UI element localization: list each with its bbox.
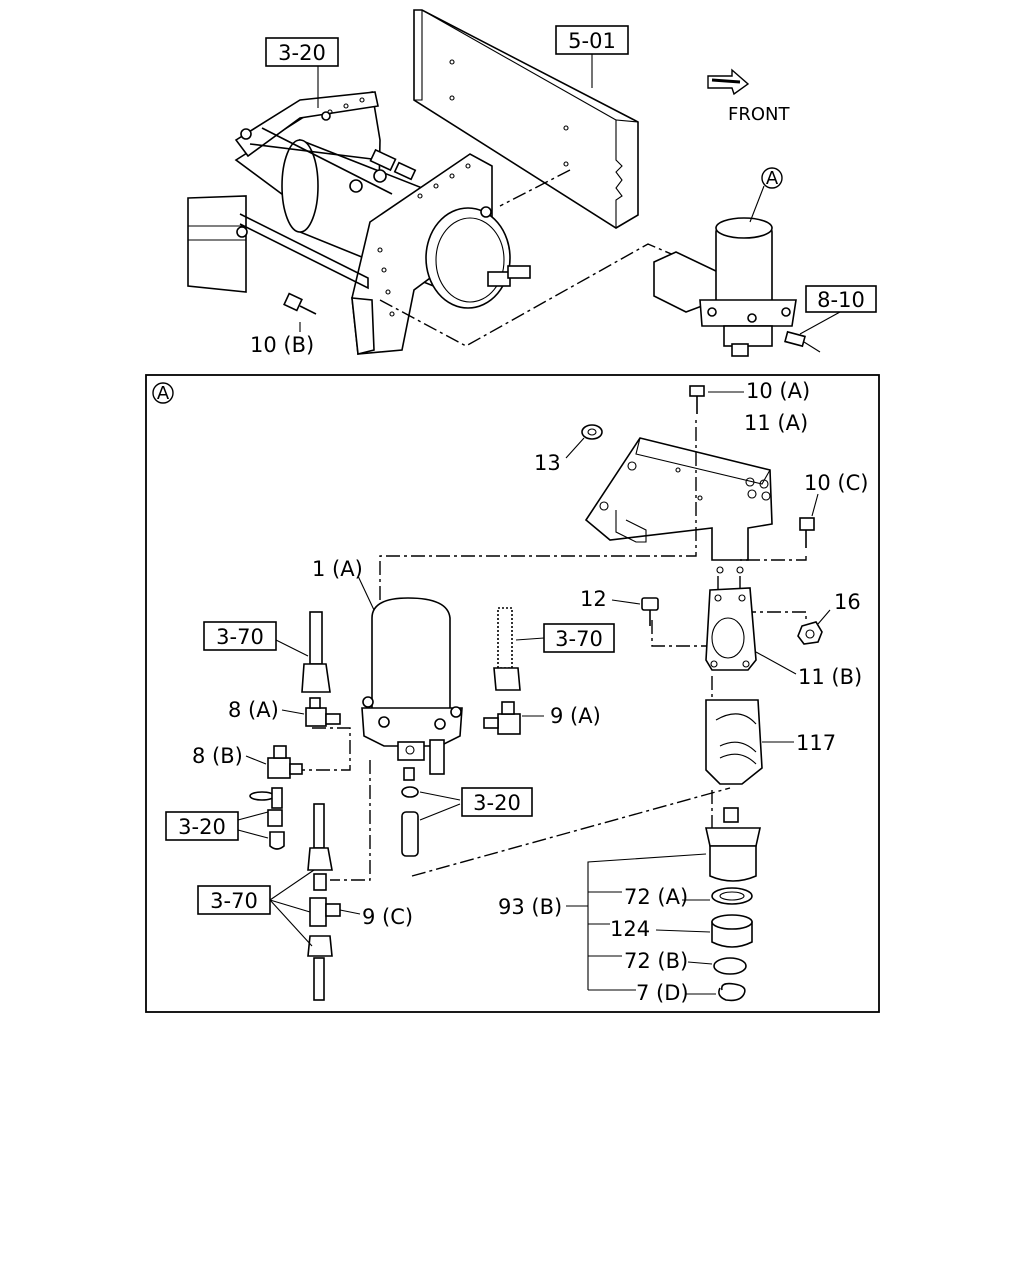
ref-8-10: 8-10 — [817, 288, 865, 312]
fitting-8b — [245, 745, 303, 779]
label-16: 16 — [834, 590, 861, 614]
nut-13 — [565, 424, 603, 459]
ref-3-70-right: 3-70 — [555, 627, 603, 651]
label-72a: 72 (A) — [624, 885, 688, 909]
nut-16 — [797, 609, 831, 645]
cover-117 — [705, 699, 794, 785]
label-117: 117 — [796, 731, 836, 755]
ring-7d — [718, 982, 746, 1002]
connector-8-10 — [784, 311, 841, 353]
view-marker-a-letter: A — [766, 168, 779, 189]
ref-3-70-left: 3-70 — [216, 625, 264, 649]
label-11b: 11 (B) — [798, 665, 862, 689]
bolt-10a — [689, 385, 744, 414]
front-arrow-icon — [707, 68, 750, 96]
label-12: 12 — [580, 587, 607, 611]
tube-parts-left — [237, 787, 285, 850]
ref-3-20-center: 3-20 — [473, 791, 521, 815]
ref-box-3-70-right: 3-70 — [543, 623, 615, 653]
ref-5-01: 5-01 — [568, 29, 616, 53]
ref-box-5-01: 5-01 — [555, 25, 629, 55]
seal-72a — [711, 887, 753, 905]
hose-right — [493, 607, 545, 691]
label-11a: 11 (A) — [744, 411, 808, 435]
label-124: 124 — [610, 917, 650, 941]
label-9c: 9 (C) — [362, 905, 413, 929]
label-1a: 1 (A) — [312, 557, 363, 581]
ref-box-3-20-left: 3-20 — [165, 811, 239, 841]
label-8a: 8 (A) — [228, 698, 279, 722]
detail-a-marker: A — [152, 382, 174, 404]
filter-cartridge — [705, 807, 761, 882]
label-9a: 9 (A) — [550, 704, 601, 728]
fitting-9a — [483, 701, 544, 735]
label-93b: 93 (B) — [498, 895, 562, 919]
ref-3-20-left: 3-20 — [178, 815, 226, 839]
ref-box-3-20-top: 3-20 — [265, 37, 339, 67]
bolt-10b — [283, 292, 317, 315]
kit-bracket-lines — [566, 853, 716, 995]
ref-box-8-10: 8-10 — [805, 285, 877, 313]
bracket-11b — [705, 587, 797, 675]
ref-3-20-top: 3-20 — [278, 41, 326, 65]
filter-124 — [711, 914, 753, 948]
hose-bottom — [269, 803, 361, 1001]
tube-parts-center — [401, 786, 461, 857]
label-10b: 10 (B) — [250, 333, 314, 357]
air-dryer-1a — [357, 575, 463, 781]
detail-a-marker-letter: A — [157, 383, 170, 404]
bolt-12 — [611, 597, 659, 626]
bracket-11a — [584, 437, 773, 574]
ref-box-3-70-bottom: 3-70 — [197, 885, 271, 915]
label-10a: 10 (A) — [746, 379, 810, 403]
top-air-dryer — [653, 185, 797, 357]
label-10c: 10 (C) — [804, 471, 868, 495]
ref-3-70-bottom: 3-70 — [210, 889, 258, 913]
label-13: 13 — [534, 451, 561, 475]
ref-box-3-20-center: 3-20 — [461, 787, 533, 817]
fitting-8a — [281, 697, 341, 727]
ref-box-3-70-left: 3-70 — [203, 621, 277, 651]
bolt-10c — [799, 493, 819, 548]
seal-72b — [713, 957, 747, 975]
detail-a-frame — [145, 374, 880, 1013]
label-7d: 7 (D) — [636, 981, 689, 1005]
label-8b: 8 (B) — [192, 744, 243, 768]
hose-left — [275, 611, 331, 693]
view-marker-a: A — [761, 167, 783, 189]
label-72b: 72 (B) — [624, 949, 688, 973]
air-tank-assembly — [187, 90, 531, 355]
front-label: FRONT — [728, 104, 790, 125]
frame-rail — [413, 9, 639, 229]
